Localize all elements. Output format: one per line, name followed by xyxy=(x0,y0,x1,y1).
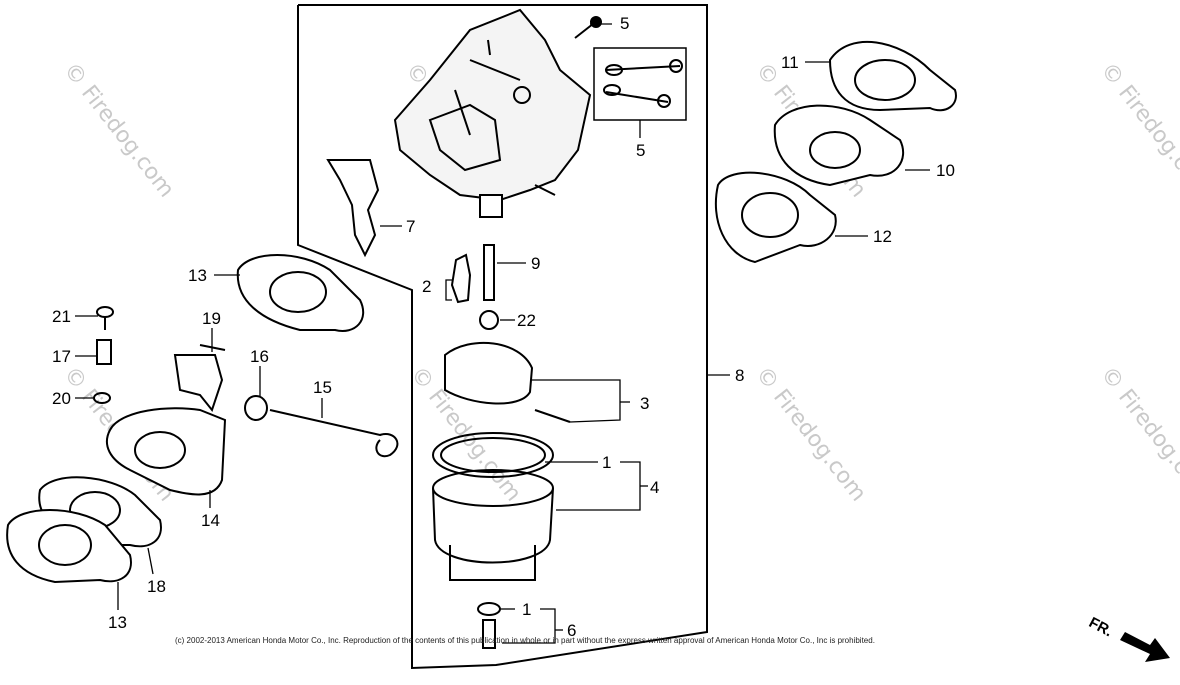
copyright-notice: (c) 2002-2013 American Honda Motor Co., … xyxy=(175,636,875,645)
carburetor-body xyxy=(393,8,592,218)
gasket-12 xyxy=(714,171,837,264)
label-22: 22 xyxy=(517,311,536,330)
label-21: 21 xyxy=(52,307,71,326)
label-8: 8 xyxy=(735,366,745,385)
grommet-16 xyxy=(244,395,268,421)
label-5: 5 xyxy=(620,14,630,33)
label-1: 1 xyxy=(602,453,612,472)
choke-lever xyxy=(326,159,380,258)
assembly-outline xyxy=(297,4,708,670)
label-13: 13 xyxy=(188,266,207,285)
label-11: 11 xyxy=(781,53,799,72)
insulator-10 xyxy=(773,104,905,187)
label-12: 12 xyxy=(873,227,892,246)
label-15: 15 xyxy=(313,378,332,397)
bracket-19 xyxy=(173,354,224,413)
drain-washer xyxy=(477,602,501,616)
float xyxy=(444,342,534,405)
label-7: 7 xyxy=(406,217,416,236)
label-17: 17 xyxy=(52,347,71,366)
front-arrow xyxy=(1120,632,1170,662)
screw-set-part-5 xyxy=(603,59,683,108)
gasket-13-lower xyxy=(6,509,132,584)
gasket-13-upper xyxy=(236,254,365,332)
label-3: 3 xyxy=(640,394,650,413)
label-16: 16 xyxy=(250,347,269,366)
label-4: 4 xyxy=(650,478,660,497)
bolt-21 xyxy=(96,306,114,330)
label-20: 20 xyxy=(52,389,71,408)
float-chamber-gasket xyxy=(432,432,554,478)
label-18: 18 xyxy=(147,577,166,596)
screw-set-box xyxy=(593,47,687,121)
float-pin xyxy=(483,244,495,301)
plate-14 xyxy=(105,407,227,496)
label-6: 6 xyxy=(567,621,577,640)
rod-15 xyxy=(269,409,399,458)
label-9: 9 xyxy=(531,254,541,273)
screw-part-5 xyxy=(574,16,602,39)
float-valve xyxy=(450,253,472,304)
washer-20 xyxy=(93,392,111,404)
drain-bolt xyxy=(482,619,496,649)
collar-17 xyxy=(96,339,112,365)
label-5: 5 xyxy=(636,141,646,160)
label-1: 1 xyxy=(522,600,532,619)
label-14: 14 xyxy=(201,511,220,530)
label-13: 13 xyxy=(108,613,127,632)
label-19: 19 xyxy=(202,309,221,328)
label-10: 10 xyxy=(936,161,955,180)
float-chamber xyxy=(432,469,554,581)
main-jet xyxy=(479,310,499,330)
label-2: 2 xyxy=(422,277,432,296)
